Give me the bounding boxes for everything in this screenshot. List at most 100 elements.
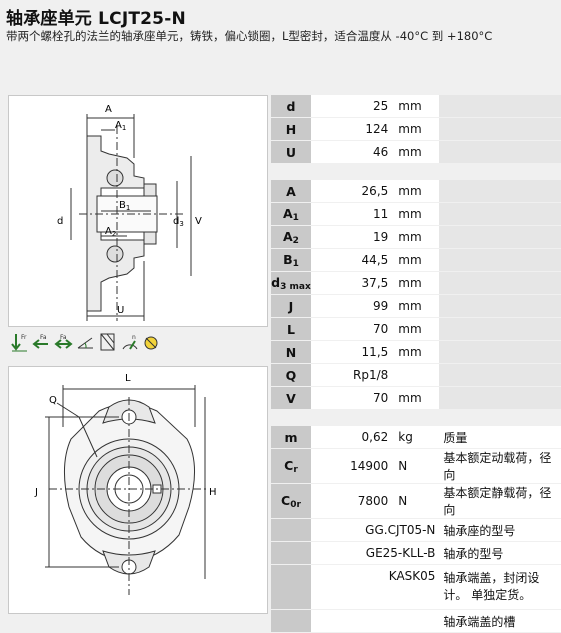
spec-key-symbol: C [284,457,294,473]
spec-note [439,318,561,341]
spec-unit [392,364,440,387]
component-code: GG.CJT05-N [310,519,440,542]
spec-value: 11,5 [310,341,393,364]
spec-key-symbol: d [271,274,281,290]
spec-value: 19 [310,226,393,249]
spec-gap-row [271,164,561,180]
spec-note: 基本额定动载荷，径向 [439,449,561,484]
label-b1: B1 [119,200,130,212]
spec-key [271,565,311,610]
spec-key-symbol: B [283,251,293,267]
label-a2: A2 [105,226,116,238]
spec-unit: mm [392,226,440,249]
spec-key-symbol: C [281,492,291,508]
spec-key: J [271,295,311,318]
spec-key-subscript: 1 [292,212,299,223]
radial-load-icon[interactable]: Fr [10,331,29,353]
spec-value: 44,5 [310,249,393,272]
component-description: 轴承座的型号 [439,519,561,542]
spec-key: H [271,118,311,141]
spec-unit: mm [392,318,440,341]
spec-note [439,95,561,118]
spec-value: 99 [310,295,393,318]
spec-note [439,180,561,203]
spec-key: A1 [271,203,311,226]
spec-value: 37,5 [310,272,393,295]
spec-key-symbol: d [286,98,296,114]
label-a1: A1 [115,120,126,132]
spec-key: L [271,318,311,341]
component-code: GE25-KLL-B [310,542,440,565]
spec-unit: mm [392,203,440,226]
spec-value: 25 [310,95,393,118]
label-a: A [105,104,112,115]
component-description: 轴承端盖，封闭设计。 单独定货。 [439,565,561,610]
spec-note [439,249,561,272]
label-d3: d3 [173,216,184,228]
spec-value: 7800 [310,484,393,519]
spec-key-subscript: 1 [292,258,299,269]
temperature-icon[interactable] [142,331,161,353]
spec-key [271,542,311,565]
spec-unit: mm [392,141,440,164]
spec-key-subscript: 0r [290,499,301,510]
spec-note [439,203,561,226]
label-h: H [209,487,217,498]
spec-key-subscript: 3 max [280,281,311,292]
spec-key-symbol: A [286,183,296,199]
spec-key-symbol: J [288,298,294,314]
spec-value: 0,62 [310,426,393,449]
spec-key: C0r [271,484,311,519]
component-row: 轴承端盖的槽 [271,610,561,633]
label-j: J [34,487,38,498]
spec-note [439,387,561,410]
spec-note: 质量 [439,426,561,449]
spec-key: A [271,180,311,203]
component-code: KASK05 [310,565,440,610]
locating-bearing-icon[interactable] [98,331,117,353]
spec-value: 14900 [310,449,393,484]
axial-load-icon[interactable]: Fa [32,331,51,353]
spec-unit: kg [392,426,440,449]
misalignment-icon[interactable] [76,331,95,353]
spec-note [439,226,561,249]
spec-key: d3 max [271,272,311,295]
bidirectional-axial-load-icon[interactable]: Fa [54,331,73,353]
speed-icon[interactable]: n [120,331,139,353]
label-v: V [195,216,202,227]
spec-key: B1 [271,249,311,272]
spec-unit: mm [392,118,440,141]
spec-key-symbol: N [285,344,297,360]
spec-key: Cr [271,449,311,484]
svg-text:Fr: Fr [21,334,27,341]
spec-key-symbol: V [286,390,296,406]
spec-note [439,341,561,364]
spec-value: 46 [310,141,393,164]
spec-key: V [271,387,311,410]
spec-unit: mm [392,180,440,203]
section-drawing: A A1 d B1 A2 d3 V U [57,104,202,321]
spec-note [439,118,561,141]
spec-key: N [271,341,311,364]
spec-value: 70 [310,318,393,341]
label-l: L [125,373,131,384]
spec-key: Q [271,364,311,387]
spec-gap-row [271,410,561,426]
svg-text:n: n [132,334,136,341]
spec-unit: mm [392,272,440,295]
spec-unit: mm [392,387,440,410]
spec-note [439,364,561,387]
spec-unit: mm [392,295,440,318]
spec-value: 124 [310,118,393,141]
